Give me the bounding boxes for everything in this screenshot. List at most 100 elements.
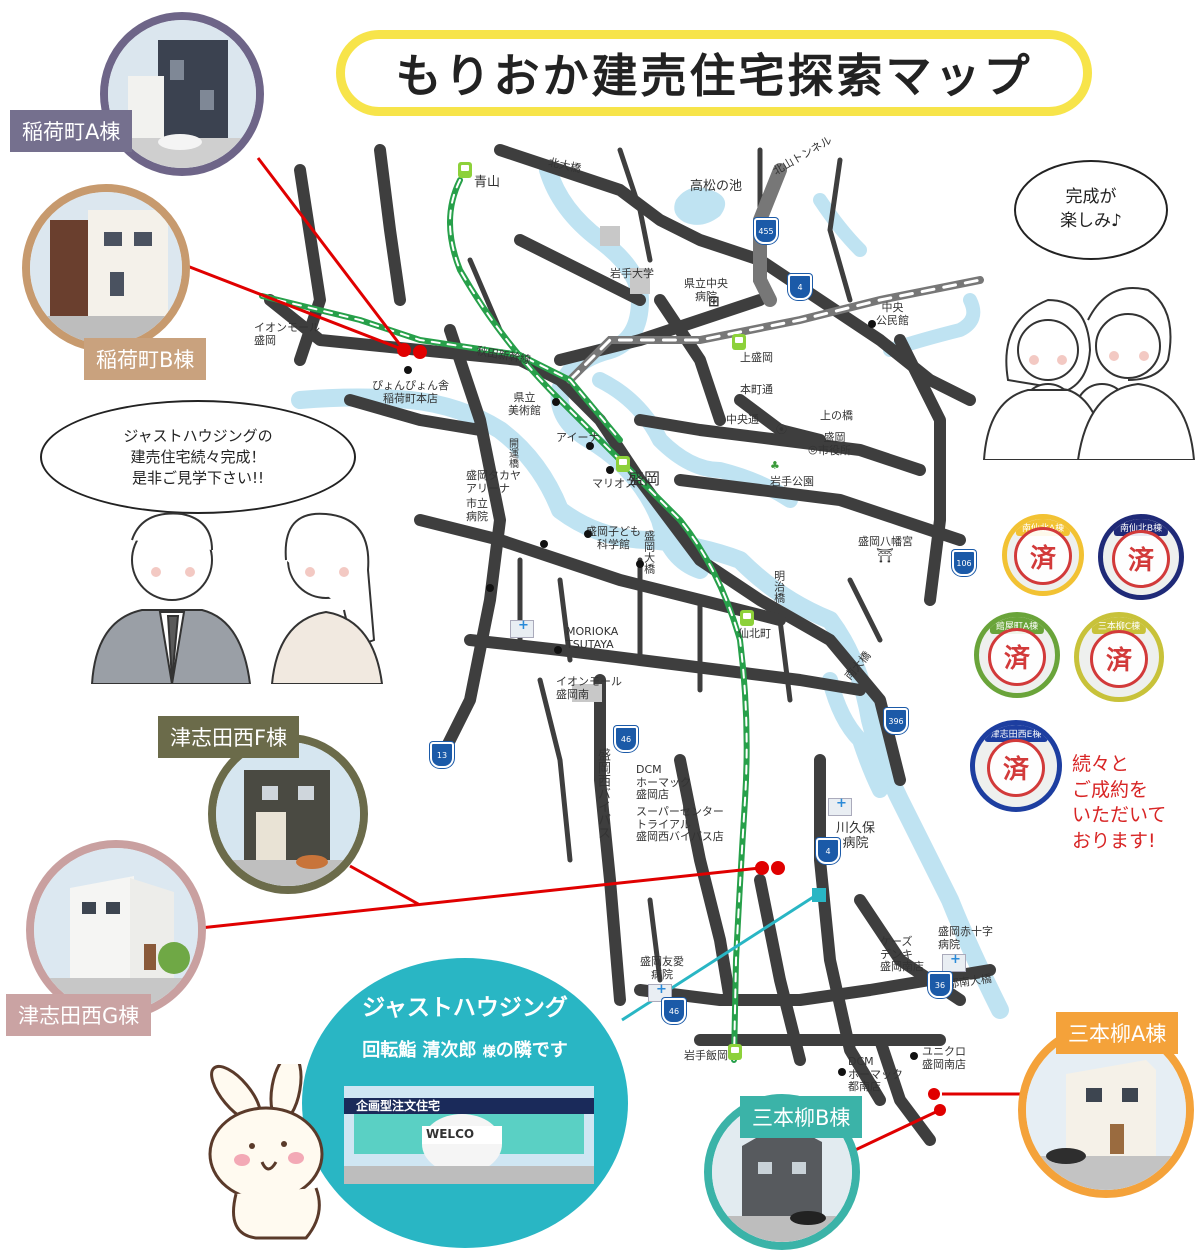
label-pyonpyon: ぴょんぴょん舎 稲荷町本店 [372, 379, 449, 405]
label-keys: ケーズ デンキ 盛岡南店 [880, 935, 924, 974]
label-marios: マリオス [592, 477, 636, 490]
label-honcho: 本町通 [740, 383, 773, 396]
label-aeon-minami: イオンモール 盛岡南 [556, 675, 622, 701]
landmark-dot [586, 442, 594, 450]
landmark-dot [636, 560, 644, 568]
station-icon [616, 456, 630, 472]
jr-line [566, 276, 984, 384]
house-icon [30, 192, 182, 344]
label-hachimangu: 盛岡八幡宮 [858, 535, 913, 548]
hospital-icon [648, 982, 672, 1002]
staff-speech-bubble: ジャストハウジングの 建売住宅続々完成！ 是非ご見学下さい!! [40, 400, 356, 514]
label-kaiun-bridge: 開運橋 [506, 438, 518, 468]
national-routes [753, 163, 787, 307]
inari-b-label: 稲荷町B棟 [84, 338, 207, 380]
sold-stamp: 済 [1090, 629, 1148, 688]
label-takamatsu: 高松の池 [690, 179, 743, 194]
label-yuai: 盛岡友愛 病院 [640, 955, 684, 981]
sold-name: 三本柳C棟 [1091, 617, 1147, 634]
route-shield: 106 [952, 550, 976, 576]
house-icon [108, 20, 256, 168]
route-shield: 13 [430, 742, 454, 768]
label-aina: アイーナ [556, 431, 600, 444]
station-icon [728, 1044, 742, 1060]
label-aoyama: 青山 [474, 175, 501, 190]
neighbor-shop: 回転鮨 清次郎 [362, 1040, 477, 1061]
route-shield: 36 [928, 972, 952, 998]
tsushida-g-photo [26, 840, 206, 1020]
park-icon: ♣ [770, 459, 780, 472]
label-takaya-arena: 盛岡タカヤ アリーナ [466, 469, 521, 495]
label-kaminohashi: 上の橋 [820, 409, 853, 422]
label-uniqlo: ユニクロ 盛岡南店 [922, 1045, 966, 1071]
label-iwate-park: 岩手公園 [770, 475, 814, 488]
route-shield: 4 [788, 274, 812, 300]
landmark-dot [838, 1068, 846, 1076]
hospital-icon: ⊞ [708, 294, 720, 310]
family-illustration [982, 287, 1196, 460]
label-dcm-honmachi: DCM ホーマック 盛岡店 [636, 763, 691, 802]
label-sembokucho: 仙北町 [738, 627, 771, 640]
label-city-hospital: 市立 病院 [466, 497, 488, 523]
label-tsutaya: MORIOKA TSUTAYA [566, 625, 619, 651]
label-art-museum: 県立 美術館 [508, 391, 541, 417]
sold-stamp: 済 [1112, 529, 1170, 588]
just-housing-name: ジャストハウジング [362, 995, 568, 1021]
house-icon [1026, 1030, 1186, 1190]
sold-note: 続々と ご成約を いただいて おります! [1072, 753, 1167, 852]
landmark-dot [910, 1052, 918, 1060]
landmark-dot [540, 540, 548, 548]
label-kamimorioka: 上盛岡 [740, 351, 773, 364]
sold-badge: 館屋町A棟 済 [974, 612, 1060, 698]
house-icon [712, 1102, 852, 1242]
station-icon [732, 334, 746, 350]
city-hall-icon: ⦿ [776, 423, 787, 436]
takamatsu-pond [674, 187, 726, 225]
just-housing-location: 回転鮨 清次郎 様の隣です [302, 1036, 628, 1062]
tsushida-g-label: 津志田西G棟 [6, 994, 152, 1036]
station-icon [740, 610, 754, 626]
label-pref-hospital: 県立中央 病院 [684, 277, 728, 303]
label-meiji-bridge: 明治橋 [772, 570, 786, 603]
sold-stamp: 済 [987, 738, 1045, 797]
showroom-photo [344, 1086, 594, 1184]
station-icon [458, 162, 472, 178]
label-kawakubo: 川久保 病院 [836, 821, 876, 851]
hospital-icon [828, 796, 852, 816]
landmark-dot [584, 530, 592, 538]
route-shield: 455 [754, 218, 778, 244]
label-morioka-station: 盛岡 [628, 469, 661, 488]
rabbit-mascot [208, 1064, 324, 1240]
label-bypass: 盛岡西バイパス [594, 748, 610, 839]
hospital-icon [510, 618, 534, 638]
sold-stamp: 済 [988, 627, 1046, 686]
showroom-sign: 企画型注文住宅 [356, 1099, 441, 1113]
landmark-dot [552, 398, 560, 406]
label-dcm-tonan: DCM ホーマック 都南店 [848, 1055, 903, 1094]
landmark-dot [554, 646, 562, 654]
city-office-icon: ◎ [808, 443, 818, 456]
roads [264, 144, 996, 1146]
label-iwate-iioka: 岩手飯岡 [684, 1049, 728, 1062]
label-chuo-community: 中央 公民館 [876, 301, 909, 327]
sold-badge: 三本柳C棟 済 [1074, 612, 1164, 702]
rail-lines [259, 177, 750, 1063]
label-iwate-univ: 岩手大学 [610, 267, 654, 280]
sold-name: 津志田西E棟 [984, 725, 1048, 742]
family-speech-bubble: 完成が 楽しみ♪ [1014, 160, 1168, 260]
label-trial: スーパーセンター トライアル 盛岡西バイパス店 [636, 805, 724, 844]
label-city-hall: 盛岡 市役所 [818, 431, 851, 457]
landmark-blocks [572, 226, 650, 702]
landmark-dot [486, 584, 494, 592]
sold-badge: 津志田西E棟 済 [970, 720, 1062, 812]
sanbongi-a-label: 三本柳A棟 [1056, 1012, 1179, 1054]
sold-stamp: 済 [1014, 527, 1072, 586]
tsushida-f-label: 津志田西F棟 [158, 716, 300, 758]
inari-b-photo [22, 184, 190, 352]
label-chuo-st: 中央通 [726, 413, 759, 426]
hospital-icon [942, 952, 966, 972]
sold-badge: 南仙北A棟 済 [1002, 514, 1084, 596]
house-icon [216, 742, 360, 886]
shrine-icon: ⛩ [876, 548, 894, 564]
